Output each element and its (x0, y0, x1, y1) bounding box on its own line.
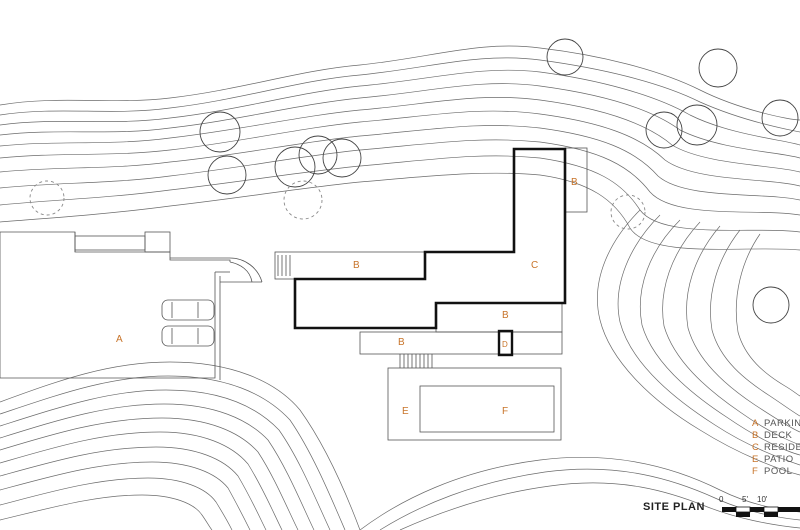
patio-outline (387, 367, 562, 441)
label-residence: C (531, 260, 538, 271)
parking-area (0, 231, 263, 380)
label-deck-top: B (353, 260, 360, 271)
legend-letter-f: F (752, 466, 758, 477)
car-1 (161, 299, 215, 321)
legend-label-e: PATIO (764, 454, 794, 465)
scale-label-10: 10' (757, 495, 768, 504)
trees (29, 38, 799, 324)
label-deck-low: B (398, 337, 405, 348)
label-patio: E (402, 406, 409, 417)
pool-outline (419, 385, 555, 433)
legend-letter-a: A (752, 418, 759, 429)
label-small-box: D (502, 340, 508, 349)
legend-label-a: PARKING (764, 418, 800, 429)
label-deck-side: B (571, 177, 578, 188)
label-deck-mid: B (502, 310, 509, 321)
legend-label-b: DECK (764, 430, 793, 441)
scale-label-0: 0 (719, 495, 724, 504)
lower-contours (0, 361, 800, 530)
legend: A PARKING B DECK C RESIDENCE E PATIO F P… (752, 418, 800, 477)
legend-letter-c: C (752, 442, 759, 453)
decks (274, 147, 588, 368)
legend-label-f: POOL (764, 466, 792, 477)
label-parking: A (116, 334, 123, 345)
legend-letter-b: B (752, 430, 758, 441)
plan-title: SITE PLAN (643, 501, 705, 513)
car-2 (161, 325, 215, 347)
small-box-d (497, 329, 514, 357)
upper-contours (0, 45, 800, 476)
label-pool: F (502, 406, 508, 417)
residence-outline (293, 147, 567, 330)
legend-letter-e: E (752, 454, 758, 465)
legend-label-c: RESIDENCE (764, 442, 800, 453)
scale-label-5: 5' (742, 495, 748, 504)
scale-bar: 0 5' 10' (719, 495, 800, 517)
